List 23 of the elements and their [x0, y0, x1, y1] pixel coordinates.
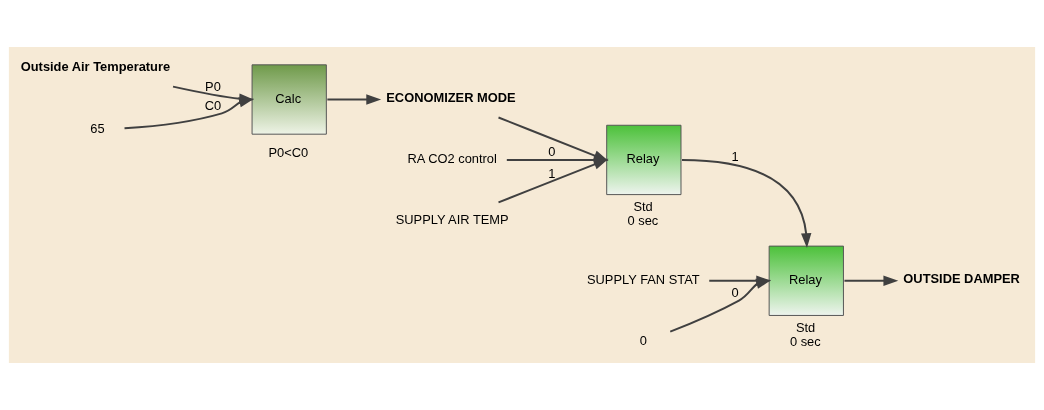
edge-label: C0: [204, 97, 222, 113]
node-text: 65: [90, 120, 105, 136]
node-text: Outside Air Temperature: [20, 59, 171, 75]
node-text: SUPPLY FAN STAT: [587, 272, 700, 288]
node-text: ECONOMIZER MODE: [386, 89, 516, 105]
edge-label: 1: [548, 166, 556, 182]
edge-label: 1: [731, 149, 739, 165]
edge-label: 0: [731, 285, 739, 301]
node-label: P0<C0: [268, 145, 309, 161]
arrow: [843, 275, 899, 286]
arrow: [326, 94, 382, 105]
edge-label: P0: [205, 78, 221, 94]
arrow: [681, 158, 812, 249]
node-text: RA CO2 control: [407, 151, 497, 167]
node-label: Std: [633, 198, 653, 214]
arrow: [123, 97, 254, 130]
node-label: 0 sec: [789, 333, 821, 349]
node-text: 0: [639, 332, 647, 348]
node-text: OUTSIDE DAMPER: [903, 271, 1020, 287]
node-label: Std: [795, 319, 816, 335]
arrow: [669, 278, 772, 333]
node-text: SUPPLY AIR TEMP: [395, 211, 509, 227]
node-label: 0 sec: [627, 212, 659, 228]
